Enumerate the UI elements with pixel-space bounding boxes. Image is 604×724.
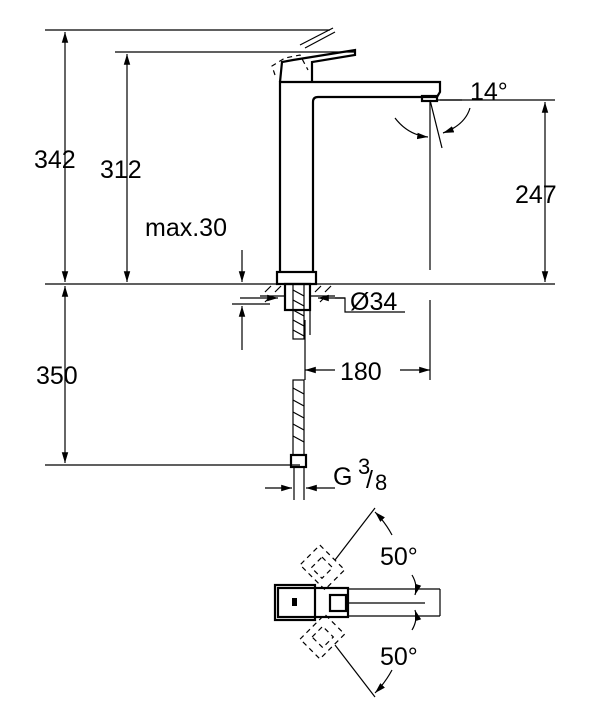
dim-handle-height: 312 bbox=[100, 156, 142, 184]
dimension-lines bbox=[61, 31, 549, 492]
thread-slash: / bbox=[366, 466, 373, 494]
thread-numerator: 3 bbox=[358, 454, 370, 479]
dim-connection-thread: G 3 / 8 bbox=[333, 454, 387, 495]
dim-swivel-top: 50° bbox=[380, 543, 418, 571]
dim-below-counter: 350 bbox=[36, 362, 78, 390]
plan-view bbox=[273, 507, 441, 698]
dim-hole-diameter: Ø34 bbox=[350, 288, 397, 316]
dim-swivel-bottom: 50° bbox=[380, 643, 418, 671]
dim-spout-height: 247 bbox=[515, 181, 557, 209]
dim-spout-angle: 14° bbox=[470, 78, 508, 106]
dim-spout-reach: 180 bbox=[340, 358, 382, 386]
mounting-and-hose bbox=[260, 282, 335, 500]
thread-denominator: 8 bbox=[375, 470, 387, 495]
dim-total-height: 342 bbox=[34, 146, 76, 174]
faucet-body bbox=[271, 27, 471, 286]
thread-prefix: G bbox=[333, 463, 352, 491]
dim-max-counter: max.30 bbox=[145, 214, 227, 242]
